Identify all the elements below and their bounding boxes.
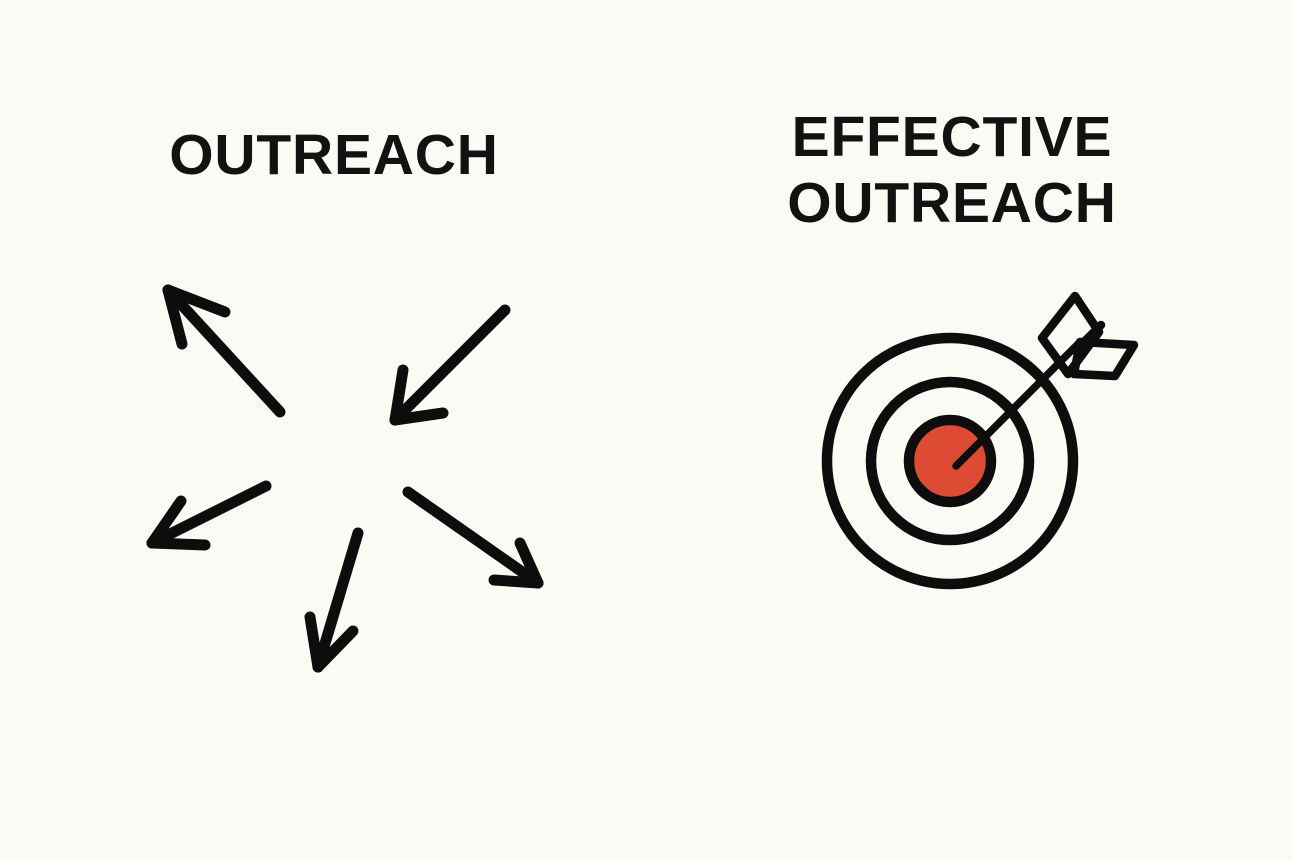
target-bullseye-fill bbox=[914, 425, 986, 497]
target-inner-ring bbox=[903, 414, 997, 508]
arrow-down-icon bbox=[304, 527, 364, 673]
arrow-fletching-left bbox=[1037, 291, 1104, 379]
scattered-arrows-illustration bbox=[146, 284, 544, 673]
target-outer-ring bbox=[821, 332, 1079, 590]
panel-title-effective-outreach: EFFECTIVE OUTREACH bbox=[787, 105, 1117, 236]
arrow-up-left-icon bbox=[162, 284, 286, 418]
arrow-down-right-icon bbox=[402, 486, 544, 589]
arrow-fletching-right bbox=[1069, 337, 1139, 381]
arrow-down-left-icon bbox=[146, 480, 272, 551]
arrow-nock-tick bbox=[1077, 320, 1106, 349]
target-middle-ring bbox=[865, 376, 1035, 546]
bullseye-target-illustration bbox=[821, 291, 1139, 590]
panel-title-outreach: OUTREACH bbox=[169, 123, 499, 187]
arrow-in-left-icon bbox=[389, 304, 511, 426]
